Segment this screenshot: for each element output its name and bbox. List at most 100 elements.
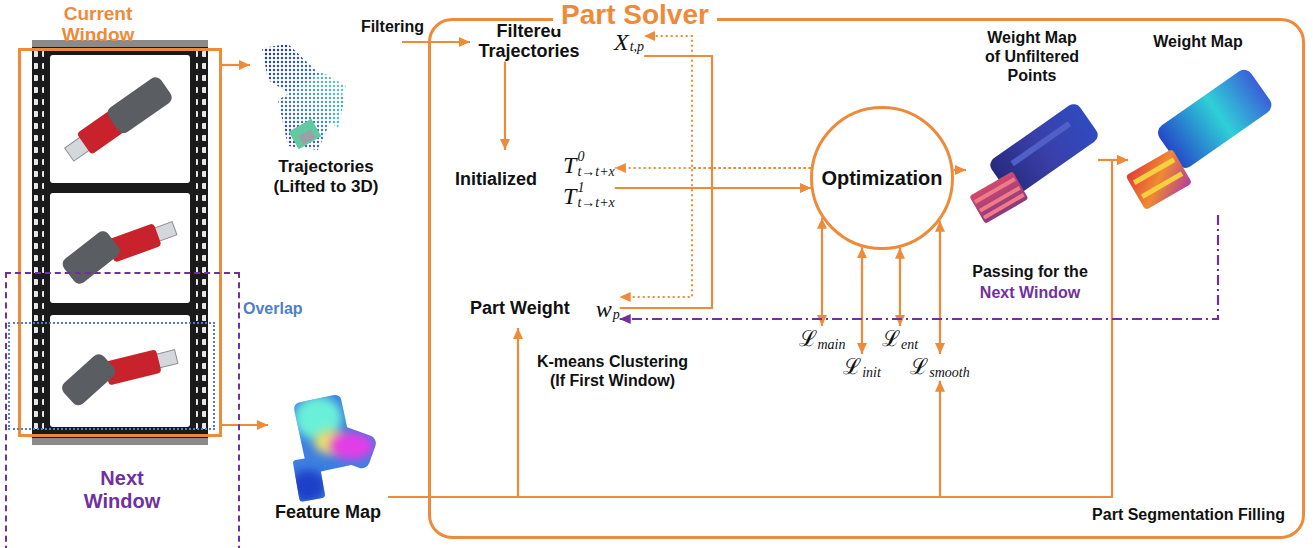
illustration-part xyxy=(278,72,346,150)
script-stack: init xyxy=(862,354,881,381)
math-text: t→t+x xyxy=(577,196,614,211)
edge-label-box: Passing for the xyxy=(960,262,1100,281)
edge-label-box: Filtering xyxy=(340,17,424,36)
note-label: Next Window xyxy=(960,283,1100,302)
math-text: t,p xyxy=(630,40,644,55)
illustration-part xyxy=(32,40,208,445)
node-text: Weight Map of Unfiltered Points xyxy=(980,28,1084,86)
illustration-part xyxy=(330,432,374,460)
math-text: X xyxy=(614,30,629,54)
edge-label: Part Segmentation Filling xyxy=(1085,505,1285,524)
flow-connector xyxy=(821,218,823,326)
math-text: smooth xyxy=(929,366,969,381)
illustration-part xyxy=(262,44,346,150)
math-expression: wp xyxy=(596,296,620,323)
image-node: Weight Map xyxy=(1128,32,1268,215)
image-caption: Feature Map xyxy=(268,502,388,523)
illustration-part xyxy=(1125,149,1192,211)
math-text: ℒ xyxy=(799,328,817,350)
variable-node: InitializedT0t→t+xT1t→t+x xyxy=(455,150,615,211)
usb-photo xyxy=(53,334,183,412)
math-text: main xyxy=(818,338,846,353)
node-text: Part Weight xyxy=(470,299,570,319)
window-box: Current Window xyxy=(18,48,222,437)
image-node: Weight Map of Unfiltered Points xyxy=(966,28,1098,230)
loss-term: ℒmain xyxy=(799,326,846,353)
illustration-part xyxy=(1141,171,1183,198)
text-group: T0t→t+xT1t→t+x xyxy=(563,150,615,211)
window-heading: Current Window xyxy=(43,4,153,46)
math-text: 0 xyxy=(577,150,614,165)
illustration-part xyxy=(50,315,190,427)
flow-connector xyxy=(402,41,470,43)
illustration-part xyxy=(59,351,118,408)
flow-connector xyxy=(954,169,966,171)
variable-node: Part Weight wp xyxy=(470,290,620,328)
trajectory-cloud xyxy=(262,44,346,150)
script-stack: smooth xyxy=(929,354,969,381)
math-expression: T1t→t+x xyxy=(563,181,615,210)
script-stack: p xyxy=(613,296,620,323)
flow-connector xyxy=(899,248,901,326)
math-text: ℒ xyxy=(910,356,928,378)
flow-connector xyxy=(222,64,250,66)
script-stack: main xyxy=(818,326,846,353)
loss-term: ℒsmooth xyxy=(910,354,969,381)
math-text: 1 xyxy=(577,181,614,196)
image-node: Feature Map xyxy=(268,390,388,523)
math-text: init xyxy=(862,366,881,381)
solver-panel: Filtered TrajectoriesXt,pInitializedT0t→… xyxy=(428,18,1305,539)
panel-title: Part Solver xyxy=(553,1,717,29)
node-text: Optimization xyxy=(821,167,942,190)
feedback-connector xyxy=(644,36,811,168)
node-text: Initialized xyxy=(455,170,537,190)
usb-photo xyxy=(61,75,175,167)
film-strip xyxy=(32,40,208,445)
script-stack: t,p xyxy=(630,28,644,55)
math-expression: ℒinit xyxy=(843,354,881,381)
illustration-part xyxy=(1010,121,1071,166)
illustration-part xyxy=(285,392,380,504)
illustration-part xyxy=(290,470,326,502)
node-text: Weight Map xyxy=(1128,32,1268,51)
flow-connector xyxy=(620,188,811,308)
weight-map-image xyxy=(1125,66,1274,210)
math-text: p xyxy=(613,308,620,323)
edge-label: K-means Clustering (If First Window) xyxy=(530,352,695,390)
math-text: ℒ xyxy=(882,328,900,350)
overlap-label: Overlap xyxy=(243,300,303,318)
illustration-part xyxy=(60,228,123,286)
window-box: Next Window xyxy=(5,272,240,548)
math-text: t→t+x xyxy=(577,165,614,180)
script-stack: 0t→t+x xyxy=(577,150,614,179)
feedback-connector xyxy=(620,168,811,297)
flow-connector xyxy=(388,328,518,497)
edge-label-box: K-means Clustering (If First Window) xyxy=(530,352,695,390)
flow-connector xyxy=(222,424,268,426)
illustration-part xyxy=(50,193,190,303)
image-node: Trajectories (Lifted to 3D) xyxy=(250,35,402,196)
edge-label-box: Part Segmentation Filling xyxy=(1085,505,1285,524)
illustration-part xyxy=(289,119,322,149)
illustration-part xyxy=(969,171,1028,224)
overlap-box: Overlap xyxy=(8,322,215,430)
math-expression: ℒmain xyxy=(799,326,846,353)
loss-term: ℒent xyxy=(882,326,918,353)
math-text: T xyxy=(563,153,576,177)
math-text: T xyxy=(563,184,576,208)
illustration-part xyxy=(196,50,206,435)
script-stack: 1t→t+x xyxy=(577,181,614,210)
edge-label: Passing for the xyxy=(960,262,1100,281)
image-caption: Trajectories (Lifted to 3D) xyxy=(250,157,402,196)
illustration-part xyxy=(32,438,208,445)
unfiltered-weight-map-image xyxy=(969,101,1101,224)
feature-map-image xyxy=(285,392,380,504)
loss-term: ℒinit xyxy=(843,354,881,381)
math-expression: Xt,p xyxy=(614,28,644,55)
label-box: Next Window xyxy=(960,283,1100,302)
math-expression: ℒsmooth xyxy=(910,354,969,381)
illustration-part xyxy=(969,171,1028,224)
